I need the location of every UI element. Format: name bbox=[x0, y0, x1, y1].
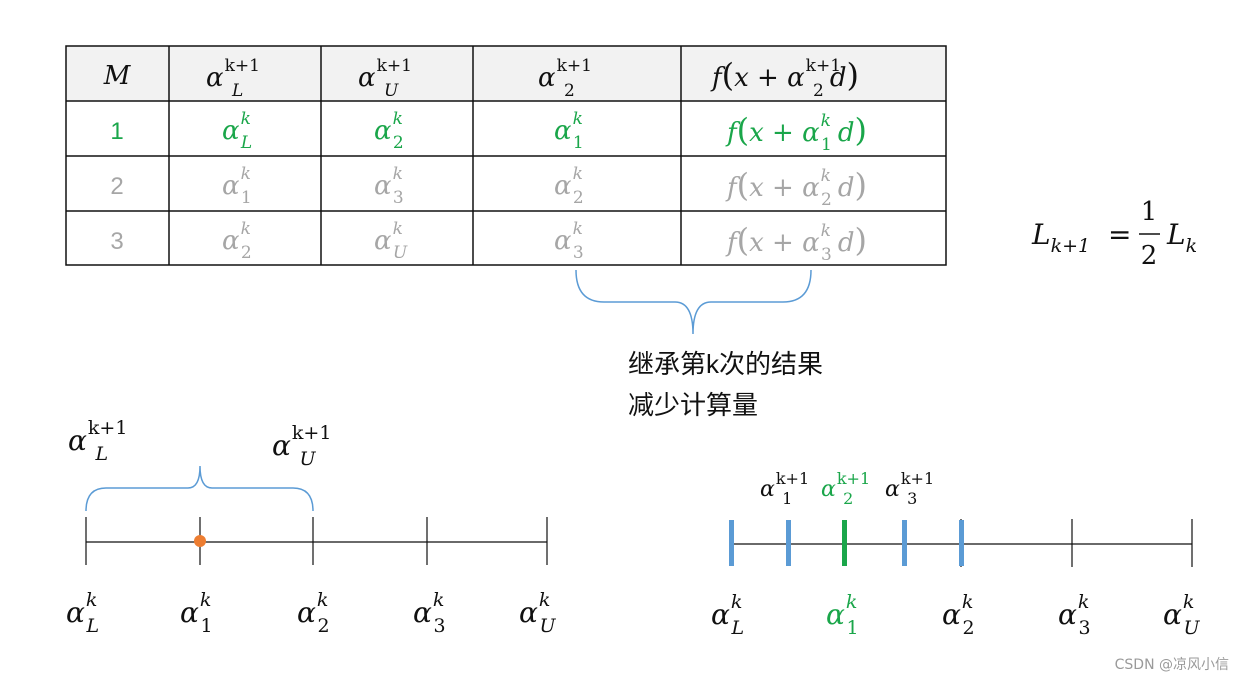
note-line-2: 减少计算量 bbox=[628, 390, 758, 420]
table-brace bbox=[575, 269, 812, 335]
formula-denominator: 2 bbox=[1141, 241, 1158, 271]
current-point-marker bbox=[194, 535, 206, 547]
header-m: M bbox=[103, 61, 132, 91]
row-m: 3 bbox=[110, 228, 123, 255]
new-interval-mark bbox=[786, 520, 791, 566]
table-header-background bbox=[66, 46, 946, 101]
formula-numerator: 1 bbox=[1141, 197, 1158, 227]
new-interval-mark bbox=[959, 520, 964, 566]
new-interval-mark-selected bbox=[842, 520, 847, 566]
interval-brace bbox=[85, 465, 314, 512]
row-m: 1 bbox=[110, 118, 123, 145]
formula-lhs: Lk+1 bbox=[1031, 218, 1090, 257]
note-line-1: 继承第k次的结果 bbox=[628, 349, 823, 379]
length-update-formula: Lk+1 = 1 2 Lk bbox=[1031, 197, 1197, 271]
formula-rhs: Lk bbox=[1166, 218, 1197, 257]
new-interval-mark bbox=[729, 520, 734, 566]
new-interval-mark bbox=[902, 520, 907, 566]
watermark: CSDN @凉风小信 bbox=[1114, 657, 1229, 673]
formula-equals: = bbox=[1108, 218, 1131, 251]
row-m: 2 bbox=[110, 173, 123, 200]
